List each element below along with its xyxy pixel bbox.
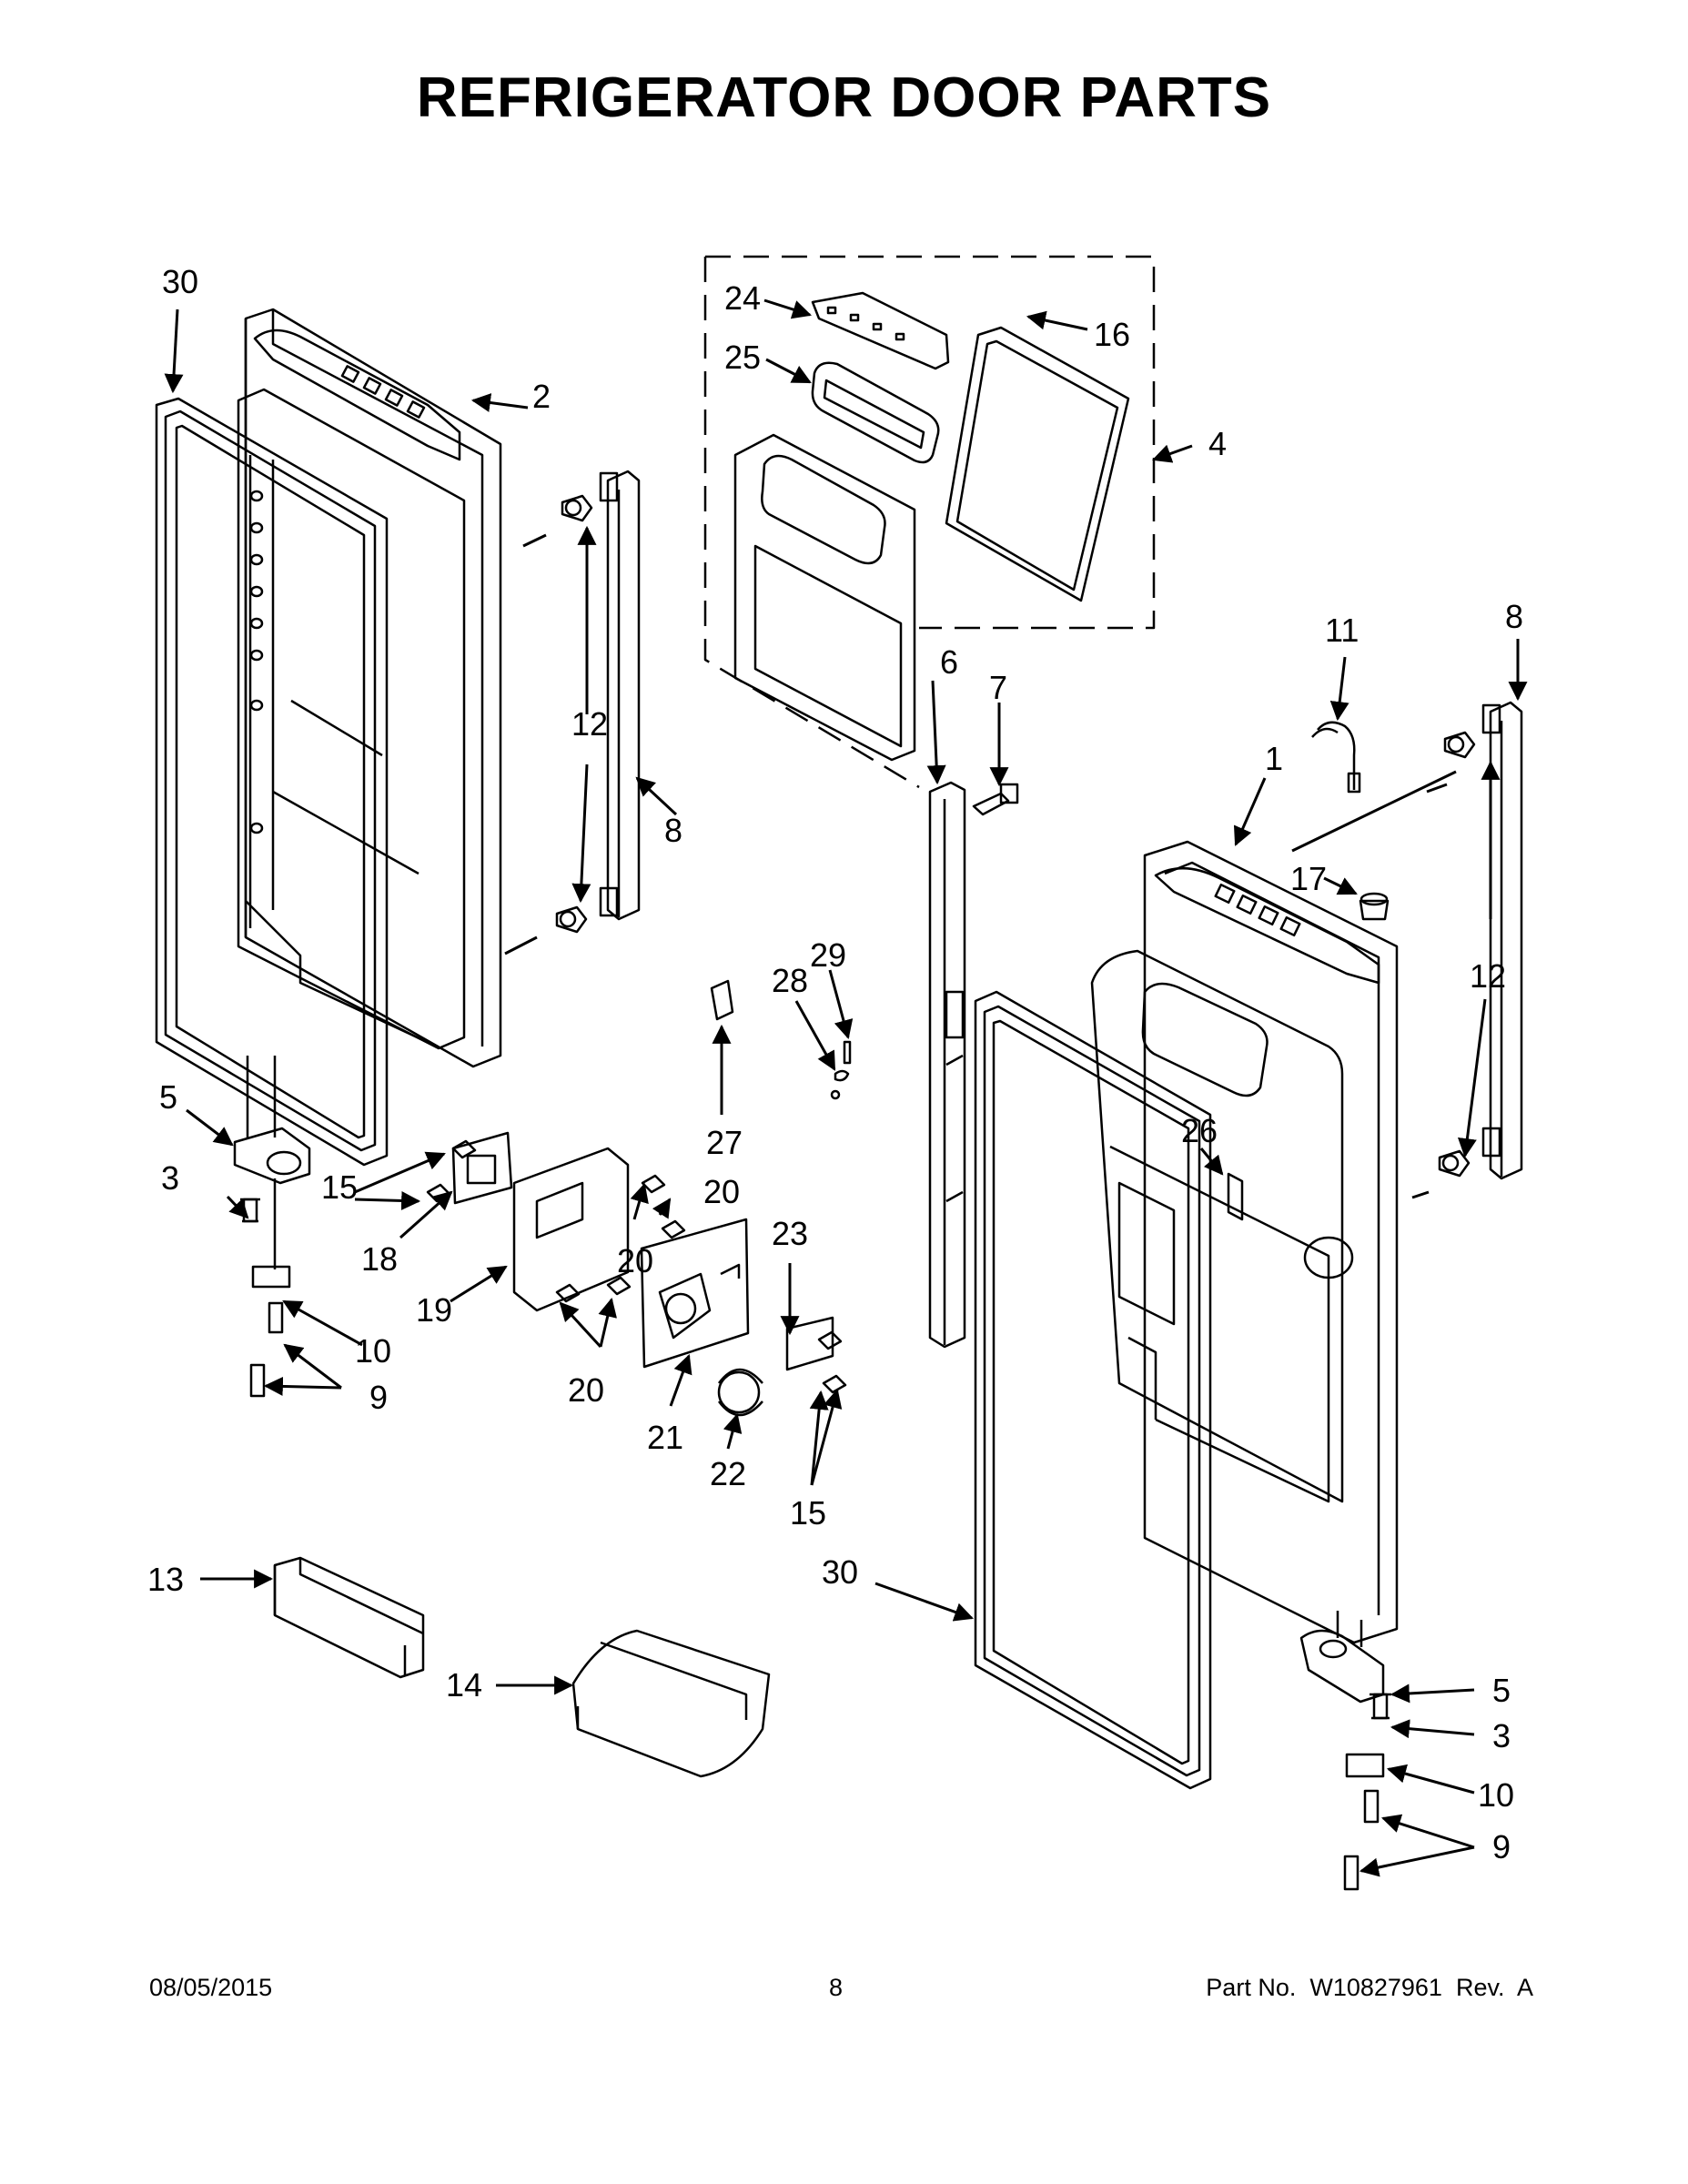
- left-door-handle: [599, 470, 641, 921]
- dispenser-cover-parts: [733, 291, 1130, 762]
- callout-3: 3: [161, 1159, 179, 1197]
- dispenser-mount-plates: [451, 1131, 834, 1417]
- right-door-handle: [1481, 701, 1523, 1180]
- callout-15: 15: [790, 1494, 826, 1532]
- callout-22: 22: [710, 1455, 746, 1492]
- right-door-shell: [1090, 840, 1399, 1644]
- callout-30: 30: [162, 263, 198, 300]
- right-lower-hinge: [1299, 1611, 1391, 1891]
- footer-date: 08/05/2015: [149, 1974, 273, 2001]
- callout-1: 1: [1265, 740, 1283, 777]
- callout-16: 16: [1094, 316, 1130, 353]
- small-clip-parts: [710, 979, 852, 1100]
- center-trim-strip: [928, 781, 966, 1349]
- callout-27: 27: [706, 1124, 743, 1161]
- callout-7: 7: [989, 669, 1007, 706]
- left-handle-mount-studs: [555, 494, 593, 934]
- callout-24: 24: [724, 279, 761, 317]
- right-handle-mount-studs: [1438, 731, 1476, 1178]
- callout-5: 5: [1492, 1672, 1511, 1709]
- callout-3: 3: [1492, 1717, 1511, 1754]
- cap-17: [1359, 892, 1390, 921]
- water-tube: [1311, 721, 1361, 794]
- callout-25: 25: [724, 339, 761, 376]
- footer-page-number: 8: [829, 1974, 844, 2001]
- page-title: REFRIGERATOR DOOR PARTS: [416, 66, 1272, 129]
- callout-4: 4: [1208, 425, 1227, 462]
- dispenser-kit-dashed-box: [703, 255, 1156, 789]
- callout-6: 6: [940, 643, 958, 681]
- callout-2: 2: [532, 378, 551, 415]
- callout-20: 20: [703, 1173, 740, 1210]
- callout-14: 14: [446, 1666, 482, 1704]
- callout-10: 10: [355, 1332, 391, 1370]
- leader-lines: [164, 298, 1528, 1877]
- left-door-shell: [237, 308, 502, 1068]
- callout-12: 12: [571, 705, 608, 743]
- callout-15: 15: [321, 1168, 358, 1206]
- callout-13: 13: [147, 1561, 184, 1598]
- door-bin-13: [273, 1556, 425, 1679]
- left-door-gasket: [155, 397, 389, 1167]
- callout-28: 28: [772, 962, 808, 999]
- callout-labels: 30 2 12 8 5 3 15 18 19 10 9 20 20 20 21 …: [147, 263, 1523, 1866]
- left-lower-hinge: [233, 1056, 311, 1398]
- callout-8: 8: [1505, 598, 1523, 635]
- callout-20: 20: [617, 1242, 653, 1279]
- callout-11: 11: [1325, 612, 1359, 649]
- callout-19: 19: [416, 1291, 452, 1329]
- callout-18: 18: [361, 1240, 398, 1278]
- callout-9: 9: [1492, 1828, 1511, 1866]
- callout-10: 10: [1478, 1776, 1514, 1814]
- callout-20: 20: [568, 1371, 604, 1409]
- callout-26: 26: [1181, 1112, 1218, 1149]
- callout-12: 12: [1470, 957, 1506, 995]
- callout-21: 21: [647, 1419, 683, 1456]
- callout-23: 23: [772, 1215, 808, 1252]
- right-door-gasket: [974, 990, 1212, 1790]
- footer-part-number: Part No. W10827961 Rev. A: [1206, 1974, 1533, 2001]
- callout-9: 9: [369, 1379, 388, 1416]
- callout-30: 30: [822, 1553, 858, 1591]
- trim-screw: [972, 783, 1019, 816]
- callout-29: 29: [810, 936, 846, 974]
- door-bin-14: [571, 1629, 771, 1778]
- callout-5: 5: [159, 1078, 177, 1116]
- callout-17: 17: [1290, 860, 1327, 897]
- callout-8: 8: [664, 812, 682, 849]
